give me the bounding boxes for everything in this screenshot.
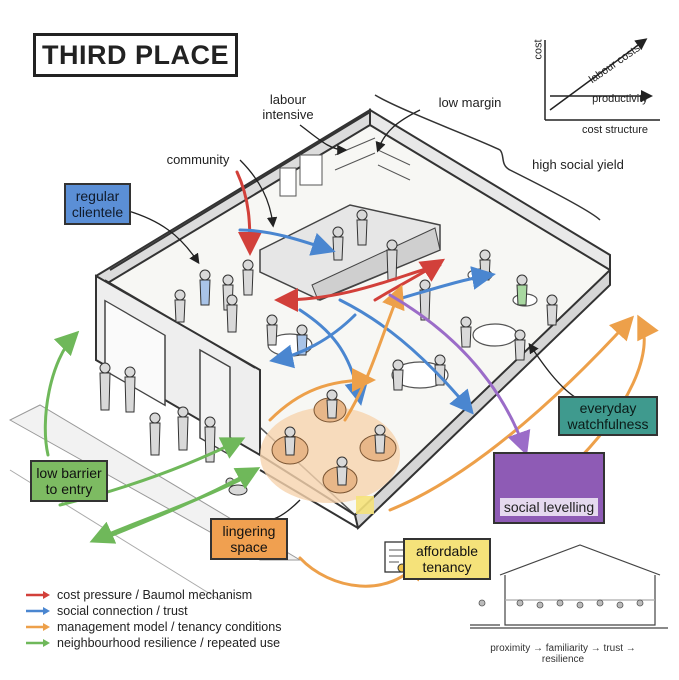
person-figure — [99, 362, 111, 411]
person-figure — [516, 274, 528, 306]
everyday-watchfulness-box: everyday watchfulness — [558, 396, 658, 436]
labour-intensive-label: labour intensive — [262, 92, 314, 122]
section-sketch — [470, 544, 668, 629]
flow-arrows — [43, 170, 659, 588]
red-arrow-community — [235, 170, 262, 256]
legend-green-arrow-icon — [26, 639, 50, 647]
people — [99, 209, 558, 496]
blue-arrow-5 — [393, 266, 496, 302]
high-social-yield-label: high social yield — [532, 157, 624, 172]
orange-arrow-5 — [566, 314, 659, 472]
person-figure — [174, 289, 186, 323]
person-figure — [266, 314, 278, 346]
person-figure — [336, 456, 348, 486]
inset-labour-line — [549, 38, 648, 111]
orange-arrow-2 — [343, 284, 405, 422]
orange-arrow-3 — [388, 315, 635, 512]
purple-arrow — [388, 293, 531, 456]
legend-label: social connection / trust — [57, 604, 188, 618]
legend-blue-arrow-icon — [26, 607, 50, 615]
blue-arrow-1 — [269, 313, 357, 369]
person-figure — [149, 412, 161, 456]
legend-orange-arrow-icon — [26, 623, 50, 631]
person-figure — [356, 209, 368, 246]
person-figure — [326, 389, 338, 419]
legend-item: management model / tenancy conditions — [25, 619, 281, 635]
low-margin-label: low margin — [438, 95, 502, 110]
person-figure — [392, 359, 404, 391]
orange-arrow-1 — [268, 368, 376, 422]
inset-y-axis-label: cost — [532, 39, 545, 60]
social-levelling-box: social levelling — [493, 452, 605, 524]
person-figure — [177, 406, 189, 451]
legend-red-arrow-icon — [26, 591, 50, 599]
title-box: THIRD PLACE — [33, 33, 243, 82]
affordable-tenancy-box: affordable tenancy — [403, 538, 491, 580]
lingering-space-box: lingering space — [210, 518, 288, 560]
page-title: THIRD PLACE — [42, 39, 229, 70]
person-figure — [546, 294, 558, 326]
person-figure — [514, 329, 526, 361]
legend-label: neighbourhood resilience / repeated use — [57, 636, 281, 650]
legend: cost pressure / Baumol mechanism social … — [25, 587, 281, 651]
social-levelling-label: social levelling — [499, 498, 599, 516]
green-arrow-1 — [43, 330, 80, 457]
blue-arrow-4 — [238, 228, 336, 256]
legend-item: neighbourhood resilience / repeated use — [25, 635, 281, 651]
inset-chart — [544, 38, 660, 121]
person-figure — [226, 294, 238, 333]
lease-document-icon — [384, 541, 408, 573]
bottom-caption: proximity → familiarity → trust → resili… — [490, 643, 636, 665]
person-figure — [242, 259, 254, 296]
legend-label: cost pressure / Baumol mechanism — [57, 588, 253, 602]
legend-item: social connection / trust — [25, 603, 281, 619]
regular-clientele-box: regular clientele — [64, 183, 131, 225]
blue-arrow-3 — [338, 298, 474, 415]
back-shelves — [279, 137, 411, 197]
person-figure — [332, 226, 344, 261]
person-figure — [460, 316, 472, 348]
legend-item: cost pressure / Baumol mechanism — [25, 587, 281, 603]
person-figure — [374, 424, 386, 454]
legend-label: management model / tenancy conditions — [57, 620, 282, 634]
inset-productivity-label: productivity — [592, 93, 648, 105]
inset-caption: cost structure — [581, 124, 649, 136]
community-label: community — [166, 152, 230, 167]
person-figure — [199, 269, 211, 306]
person-figure — [386, 239, 398, 281]
green-arrow-4 — [89, 473, 252, 544]
tenancy-marker — [356, 496, 374, 514]
high-social-yield-bracket — [374, 94, 601, 221]
red-arrow-out — [373, 258, 446, 302]
person-figure — [284, 426, 296, 456]
low-barrier-box: low barrier to entry — [30, 460, 108, 502]
person-figure — [124, 366, 136, 413]
person-figure — [419, 279, 431, 321]
